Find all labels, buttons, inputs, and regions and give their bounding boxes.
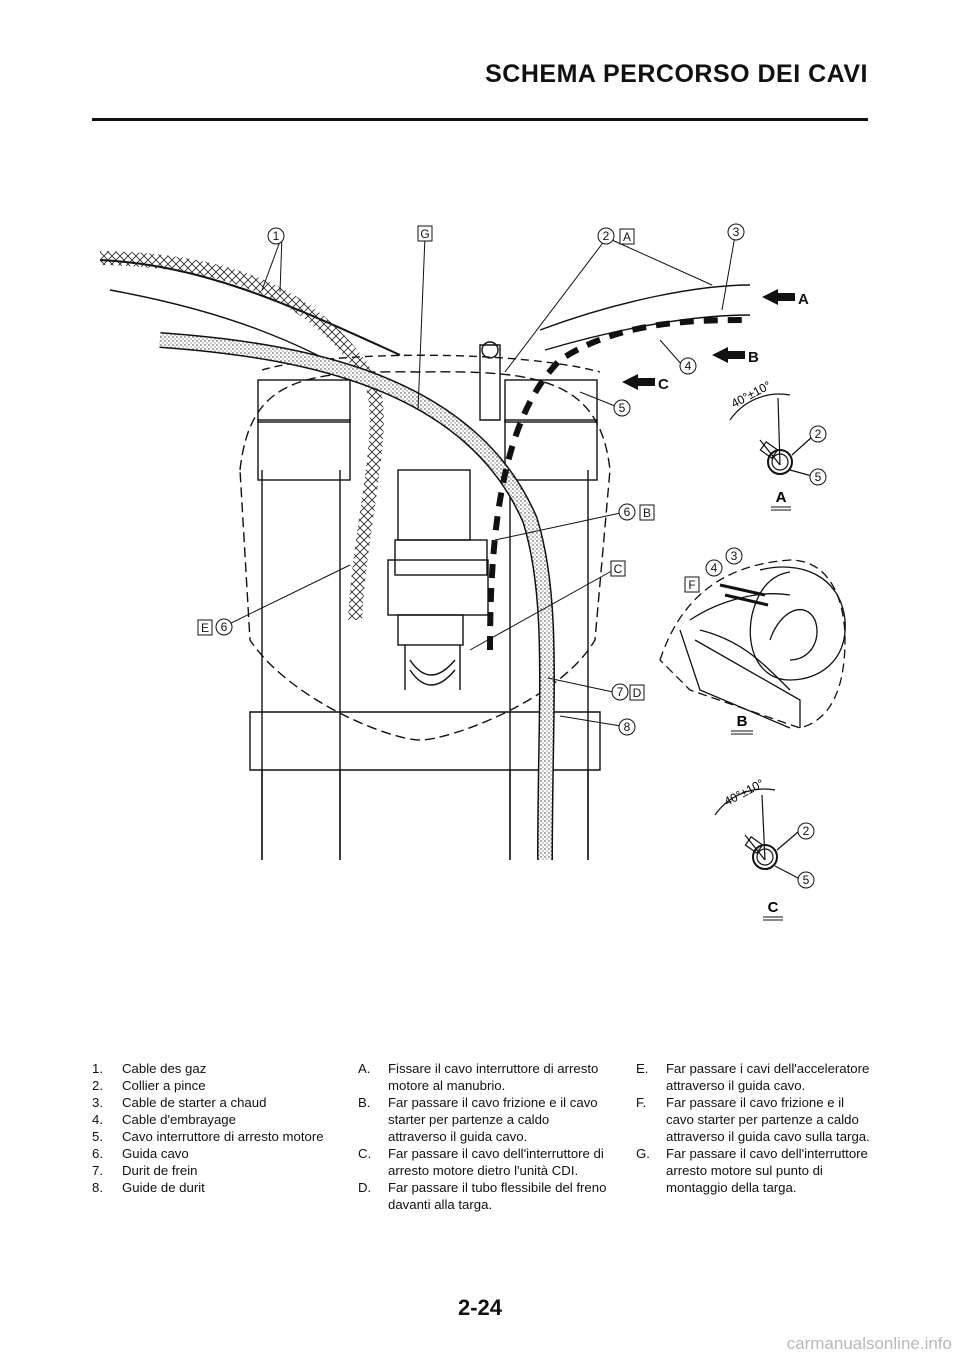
legend-item: 8. Guide de durit [92, 1179, 332, 1196]
legend-item: C. Far passare il cavo dell'interruttore … [358, 1145, 608, 1179]
legend-item: 5. Cavo interruttore di arresto motore [92, 1128, 332, 1145]
legend-item-key: 8. [92, 1180, 103, 1195]
box-letter-g: G [420, 227, 429, 241]
view-label-b: B [737, 713, 748, 730]
legend-item-text: Cable de starter a chaud [122, 1095, 267, 1110]
callout-7: 7 [617, 685, 624, 699]
legend-item-key: B. [358, 1095, 371, 1110]
page-title: SCHEMA PERCORSO DEI CAVI [485, 60, 868, 88]
legend-item: 2. Collier a pince [92, 1077, 332, 1094]
callout-1: 1 [273, 229, 280, 243]
legend-item-key: F. [636, 1095, 647, 1110]
legend-item-key: 4. [92, 1112, 103, 1127]
legend-item-key: 3. [92, 1095, 103, 1110]
callout-2: 2 [603, 229, 610, 243]
legend-item-text: Cable d'embrayage [122, 1112, 236, 1127]
legend-item: A. Fissare il cavo interruttore di arrest… [358, 1060, 608, 1094]
box-letter-c: C [614, 562, 623, 576]
view-label-c: C [768, 899, 779, 916]
callout-6: 6 [624, 505, 631, 519]
box-letter-f: F [688, 578, 695, 592]
legend-item-text: Cavo interruttore di arresto motore [122, 1129, 324, 1144]
angle-label-a: 40°±10° [729, 378, 774, 411]
legend-item-key: 7. [92, 1163, 103, 1178]
watermark: carmanualsonline.info [786, 1334, 952, 1353]
legend-item-text: Far passare il cavo dell'interruttore di… [388, 1146, 604, 1178]
legend-item-text: Durit de frein [122, 1163, 198, 1178]
legend-item: E. Far passare i cavi dell'acceleratore a… [636, 1060, 871, 1094]
legend-item-text: Guide de durit [122, 1180, 205, 1195]
legend-item-text: Cable des gaz [122, 1061, 207, 1076]
callout-5: 5 [619, 401, 626, 415]
legend-item: 4. Cable d'embrayage [92, 1111, 332, 1128]
header-rule [92, 118, 868, 121]
legend-item-text: Far passare il cavo frizione e il cavo s… [666, 1095, 870, 1144]
legend-item-key: 6. [92, 1146, 103, 1161]
arrow-label-a: A [798, 291, 809, 308]
legend-item: F. Far passare il cavo frizione e il cavo… [636, 1094, 871, 1145]
legend-letters-a-d: A. Fissare il cavo interruttore di arrest… [358, 1060, 608, 1213]
legend-item-key: D. [358, 1180, 372, 1195]
detail-c-callout-5: 5 [803, 873, 810, 887]
legend-item-text: Far passare il cavo dell'interruttore ar… [666, 1146, 868, 1195]
box-letter-d: D [633, 686, 642, 700]
legend-numbers: 1. Cable des gaz 2. Collier a pince 3. Cable … [92, 1060, 332, 1196]
box-letter-b: B [643, 506, 651, 520]
legend-item: D. Far passare il tubo flessibile del fre… [358, 1179, 608, 1213]
legend-item-text: Fissare il cavo interruttore di arresto … [388, 1061, 599, 1093]
legend-item-key: C. [358, 1146, 372, 1161]
legend-item-key: 5. [92, 1129, 103, 1144]
legend-item-text: Far passare i cavi dell'acceleratore att… [666, 1061, 870, 1093]
page-number: 2-24 [457, 1295, 503, 1320]
legend-item-key: A. [358, 1061, 371, 1076]
legend-item: 3. Cable de starter a chaud [92, 1094, 332, 1111]
legend-item-text: Guida cavo [122, 1146, 189, 1161]
detail-b-callout-3: 3 [731, 549, 738, 563]
detail-a-callout-2: 2 [815, 427, 822, 441]
detail-b-callout-4: 4 [711, 561, 718, 575]
legend-item: G. Far passare il cavo dell'interruttore … [636, 1145, 871, 1196]
arrow-label-c: C [658, 376, 669, 393]
box-letter-e: E [201, 621, 209, 635]
legend-item: B. Far passare il cavo frizione e il cavo… [358, 1094, 608, 1145]
legend-item-text: Collier a pince [122, 1078, 206, 1093]
callout-4: 4 [685, 359, 692, 373]
legend-item-text: Far passare il cavo frizione e il cavo s… [388, 1095, 598, 1144]
legend-item: 1. Cable des gaz [92, 1060, 332, 1077]
legend-item-key: E. [636, 1061, 649, 1076]
callout-8: 8 [624, 720, 631, 734]
detail-c-callout-2: 2 [803, 824, 810, 838]
legend-item-key: 1. [92, 1061, 103, 1076]
callout-6b: 6 [221, 620, 228, 634]
cable-routing-diagram: A B C 1 2 3 4 5 6 6 7 8 G A B C D E F 40… [99, 223, 846, 921]
box-letter-a: A [623, 230, 631, 244]
legend-item: 7. Durit de frein [92, 1162, 332, 1179]
callout-3: 3 [733, 225, 740, 239]
legend-item-key: G. [636, 1146, 650, 1161]
legend-item-key: 2. [92, 1078, 103, 1093]
view-label-a: A [776, 489, 787, 506]
arrow-label-b: B [748, 349, 759, 366]
angle-label-c: 40°±10° [722, 776, 767, 809]
legend-letters-e-g: E. Far passare i cavi dell'acceleratore a… [636, 1060, 871, 1196]
legend-item: 6. Guida cavo [92, 1145, 332, 1162]
detail-a-callout-5: 5 [815, 470, 822, 484]
legend-item-text: Far passare il tubo flessibile del freno… [388, 1180, 607, 1212]
